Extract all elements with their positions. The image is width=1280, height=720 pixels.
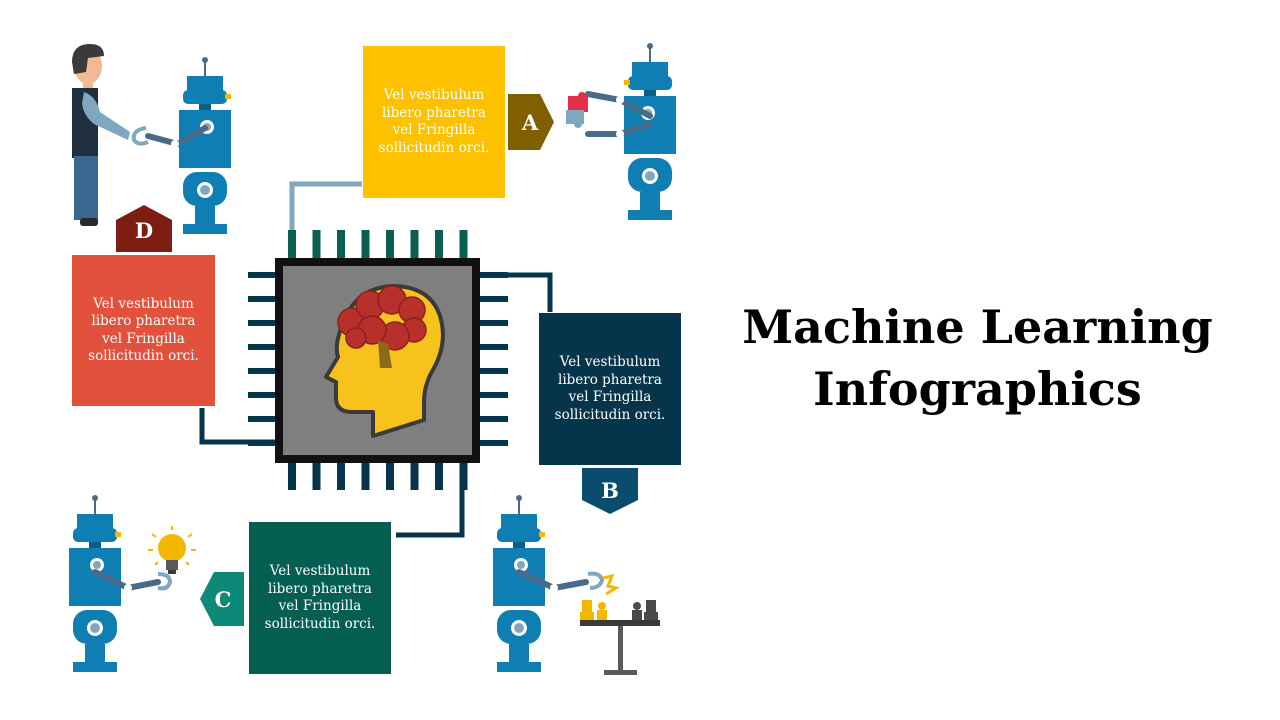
chip-pin bbox=[435, 230, 443, 260]
chip-pin bbox=[337, 462, 345, 490]
tag-b-label: B bbox=[601, 477, 619, 503]
chip-pin bbox=[435, 462, 443, 490]
chip-pin bbox=[480, 320, 508, 326]
chip-pin bbox=[459, 462, 468, 490]
chip-pin bbox=[480, 344, 508, 350]
chip-pin bbox=[361, 230, 370, 260]
tag-d-shape bbox=[116, 205, 172, 252]
robot-icon bbox=[585, 42, 677, 221]
item-b-text: Vel vestibulum libero pharetra vel Fring… bbox=[554, 354, 666, 423]
item-c-box: Vel vestibulum libero pharetra vel Fring… bbox=[249, 522, 391, 674]
tag-a-shape bbox=[508, 94, 554, 150]
light-bulb-icon bbox=[148, 526, 196, 574]
tag-c-label: C bbox=[214, 586, 232, 612]
chip-pin bbox=[248, 296, 276, 302]
robot-icon bbox=[131, 56, 232, 235]
page-title: Machine Learning Infographics bbox=[700, 296, 1255, 420]
chip-pin bbox=[361, 462, 370, 490]
tag-d-label: D bbox=[134, 217, 154, 243]
chip-pin bbox=[248, 392, 276, 398]
chip-pin bbox=[312, 230, 321, 260]
chip-pin bbox=[248, 320, 276, 326]
human-figure-icon bbox=[72, 44, 130, 226]
chip-pin bbox=[248, 440, 276, 446]
robot-icon bbox=[68, 494, 173, 673]
item-b-box: Vel vestibulum libero pharetra vel Fring… bbox=[539, 313, 681, 465]
chip-pin bbox=[386, 230, 394, 260]
page-title-line-2: Infographics bbox=[813, 362, 1142, 416]
chip-pin bbox=[480, 272, 508, 278]
tag-a-label: A bbox=[521, 109, 539, 135]
item-c-text: Vel vestibulum libero pharetra vel Fring… bbox=[264, 563, 376, 632]
chip-pin bbox=[248, 368, 276, 374]
chip-pin bbox=[288, 230, 296, 260]
chip-pin bbox=[480, 392, 508, 398]
chip-pin bbox=[312, 462, 321, 490]
item-a-box: Vel vestibulum libero pharetra vel Fring… bbox=[363, 46, 505, 198]
item-d-box: Vel vestibulum libero pharetra vel Fring… bbox=[72, 255, 215, 406]
chess-pieces-icon bbox=[580, 573, 660, 675]
chip-pin bbox=[480, 416, 508, 422]
item-a-text: Vel vestibulum libero pharetra vel Fring… bbox=[378, 87, 490, 156]
robot-icon bbox=[492, 494, 605, 673]
chip-pin bbox=[410, 230, 419, 260]
brain-head-icon bbox=[324, 284, 445, 438]
chip-pin bbox=[248, 344, 276, 350]
chip-pin bbox=[410, 462, 419, 490]
chip-pin bbox=[459, 230, 468, 260]
chip-pin bbox=[480, 296, 508, 302]
tag-c-shape bbox=[200, 572, 244, 626]
chip-pin bbox=[288, 462, 296, 490]
chip-pin bbox=[480, 368, 508, 374]
puzzle-piece-icon bbox=[566, 92, 588, 128]
item-d-text: Vel vestibulum libero pharetra vel Fring… bbox=[88, 295, 199, 365]
tag-b-shape bbox=[582, 468, 638, 514]
chip-pin bbox=[337, 230, 345, 260]
chip-pin bbox=[248, 272, 276, 278]
chip-pin bbox=[386, 462, 394, 490]
chip-pin bbox=[480, 440, 508, 446]
chip-pin bbox=[248, 416, 276, 422]
page-title-line-1: Machine Learning bbox=[742, 300, 1213, 354]
